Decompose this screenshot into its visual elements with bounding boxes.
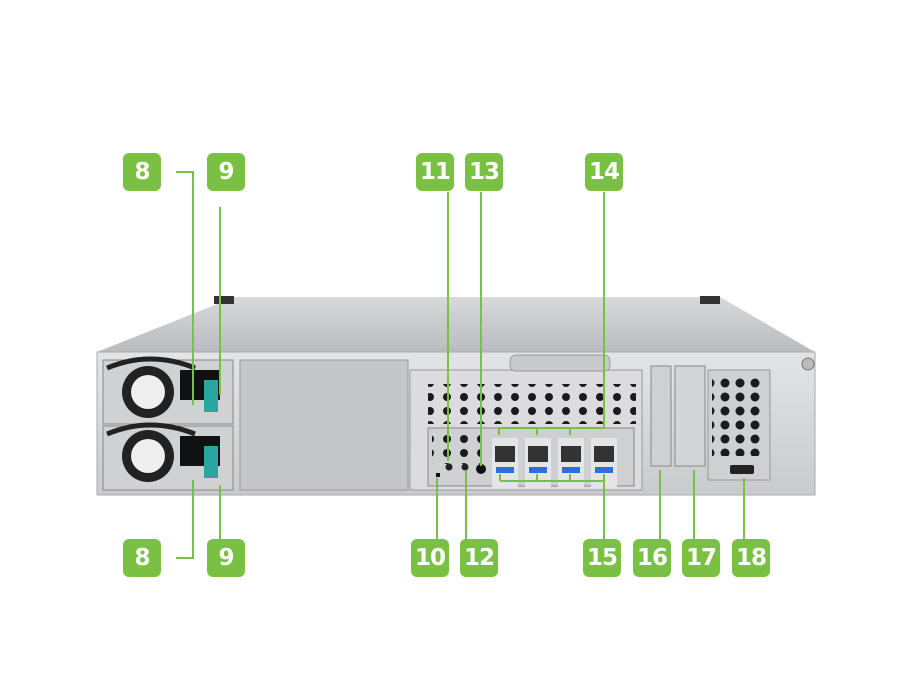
callout-9-top: 9 [207, 153, 245, 191]
callout-10: 10 [411, 539, 449, 577]
callout-14: 14 [585, 153, 623, 191]
pcie-slot-1 [650, 365, 672, 467]
callout-8-bottom: 8 [123, 539, 161, 577]
callout-lines [176, 171, 745, 559]
callout-9-bottom: 9 [207, 539, 245, 577]
power-supply-2 [102, 422, 234, 491]
callout-12: 12 [460, 539, 498, 577]
power-jack [476, 464, 486, 474]
callout-16: 16 [633, 539, 671, 577]
callout-17: 17 [682, 539, 720, 577]
callout-11: 11 [416, 153, 454, 191]
callout-18: 18 [732, 539, 770, 577]
reset-button [461, 463, 469, 471]
callout-13: 13 [465, 153, 503, 191]
hdmi-port [730, 465, 754, 474]
vent-holes [428, 384, 636, 424]
chassis-top [97, 297, 815, 352]
pcie-slot-2 [674, 365, 706, 467]
blank-panel [239, 359, 409, 491]
callout-8-top: 8 [123, 153, 161, 191]
callout-15: 15 [583, 539, 621, 577]
power-supply-1 [102, 356, 234, 425]
button [445, 463, 453, 471]
